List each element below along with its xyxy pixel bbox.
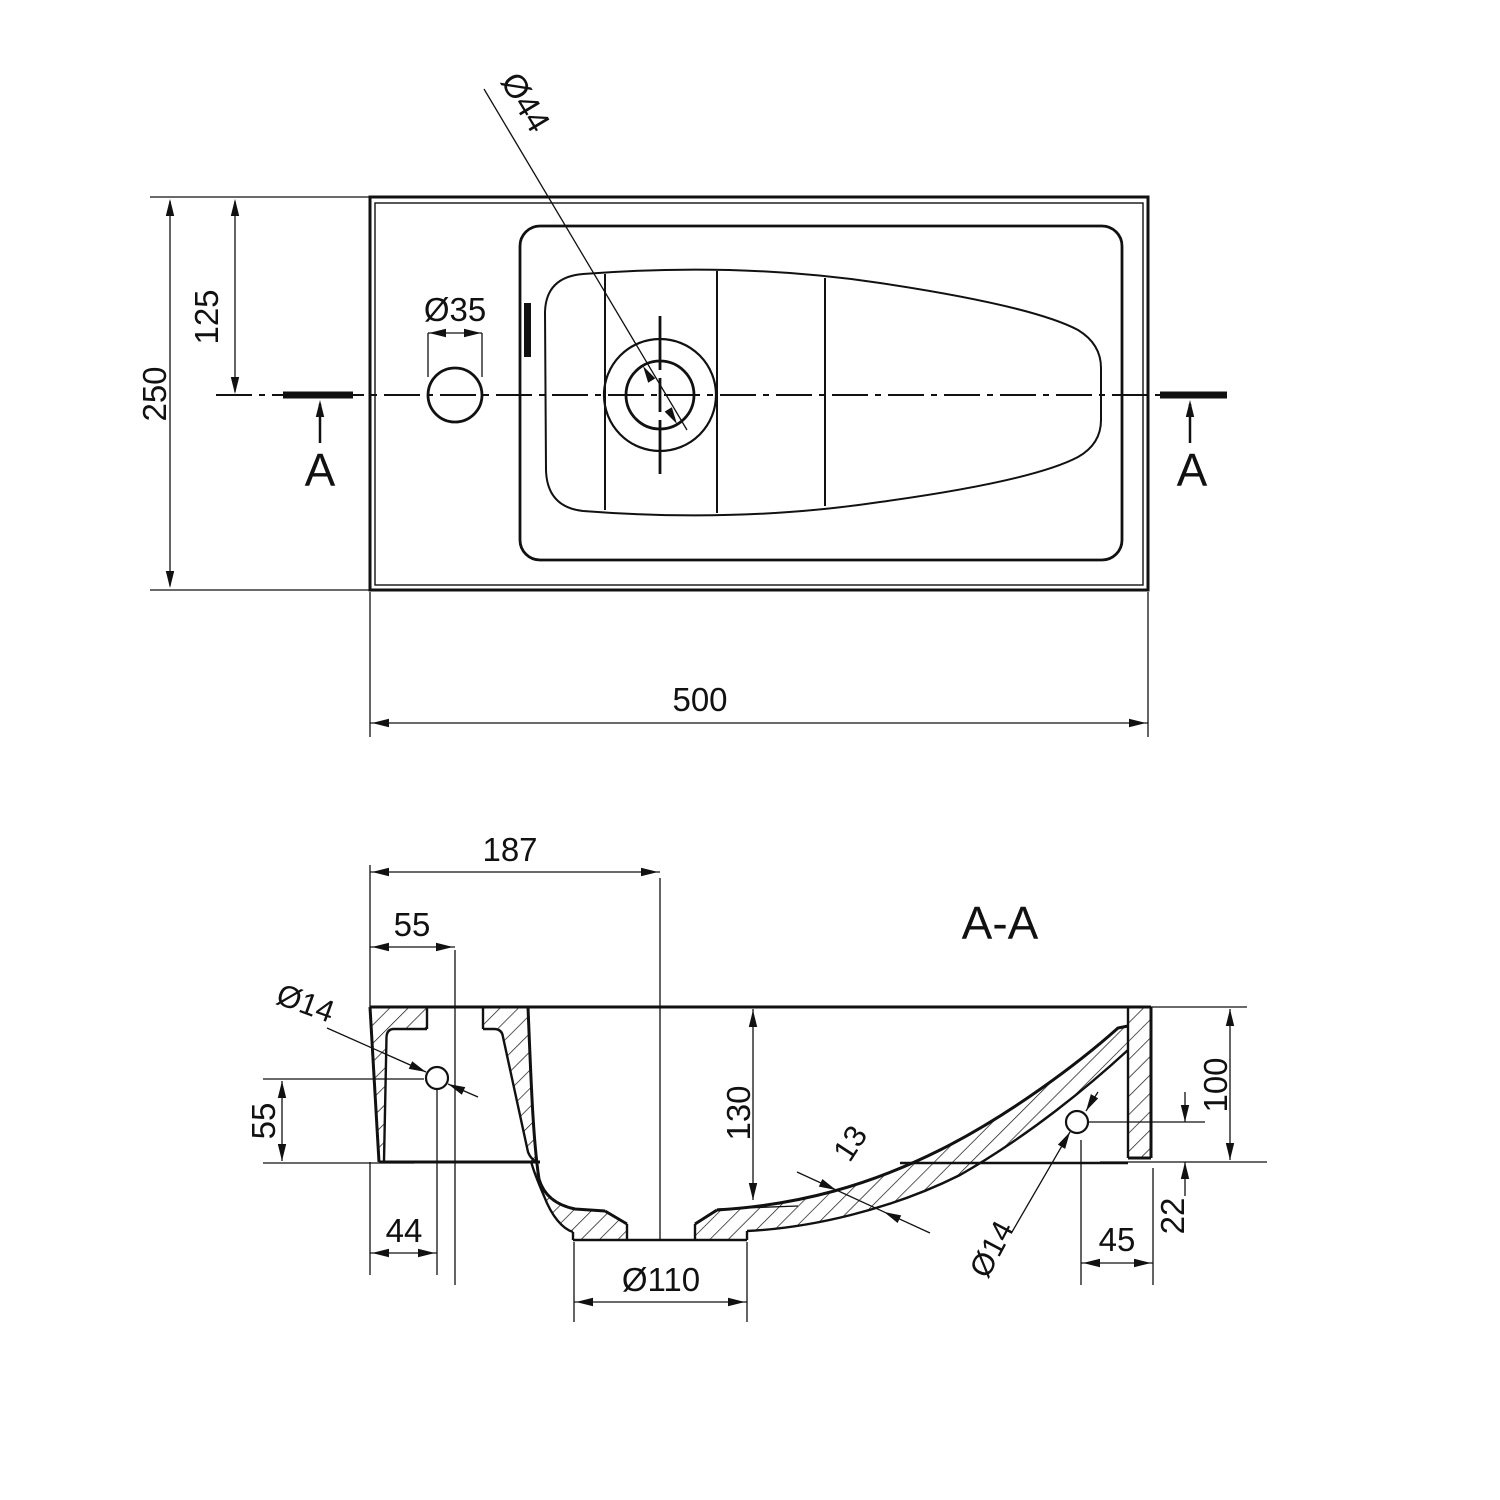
dim-250-lines [150, 196, 370, 591]
dim-fix-hole-left-height-label: 55 [245, 1103, 282, 1140]
section-dim-lines [263, 865, 1267, 1322]
top-view [150, 88, 1227, 737]
section-detail-lines [382, 1007, 1130, 1242]
dim-44-leader [483, 88, 688, 431]
dim-fix-hole-right-label: Ø14 [963, 1215, 1021, 1283]
dim-drain-hole-label: Ø44 [494, 66, 558, 139]
section-marker-left-label: A [305, 444, 336, 496]
section-arrow-left [315, 400, 325, 417]
dim-500-lines [369, 592, 1149, 737]
arrowhead [643, 366, 656, 383]
arrowhead [230, 377, 240, 394]
section-arrow-right [1185, 400, 1195, 417]
fix-hole-left [424, 1065, 450, 1091]
dim-fix-hole-left-label: Ø14 [272, 977, 339, 1030]
arrowhead [230, 199, 240, 216]
fix-hole-right [1064, 1109, 1090, 1135]
arrowhead [372, 718, 389, 728]
dim-basin-depth-label: 130 [720, 1085, 757, 1140]
dim-wall-thickness-label: 13 [826, 1119, 874, 1167]
arrowhead [165, 571, 175, 588]
cut-bowl-left [483, 1007, 627, 1240]
basin-outer-rect [368, 195, 1150, 592]
dim-left-to-drain-label: 187 [482, 831, 537, 868]
dim-fix-hole-right-offset-label: 45 [1099, 1221, 1136, 1258]
arrowhead [1129, 718, 1146, 728]
dim-faucet-offset-label: 55 [394, 906, 431, 943]
dim-right-height-label: 100 [1197, 1057, 1234, 1112]
arrowhead [464, 328, 481, 338]
arrowhead [429, 328, 446, 338]
overflow-slot [524, 303, 531, 357]
dim-faucet-hole-label: Ø35 [424, 291, 486, 328]
basin-rim [518, 224, 1124, 562]
dim-35-lines [427, 332, 483, 377]
dim-centerline-label: 125 [188, 289, 225, 344]
section-title: A-A [962, 897, 1039, 949]
dim-fix-hole-right-height-label: 22 [1154, 1198, 1191, 1235]
section-marker-right-label: A [1177, 444, 1208, 496]
section-arrowheads [277, 867, 1235, 1307]
dim-drain-boss-label: Ø110 [622, 1261, 700, 1298]
section-view [263, 865, 1267, 1322]
arrowhead [664, 407, 677, 424]
arrowhead [165, 199, 175, 216]
dim-depth-label: 250 [136, 366, 173, 421]
dim-width-label: 500 [672, 681, 727, 718]
section-outlines [368, 1005, 1153, 1226]
dim-fix-hole-left-offset-label: 44 [386, 1212, 423, 1249]
bowl-inner-contour [543, 268, 1102, 517]
cut-bowl-right [695, 1007, 1151, 1240]
